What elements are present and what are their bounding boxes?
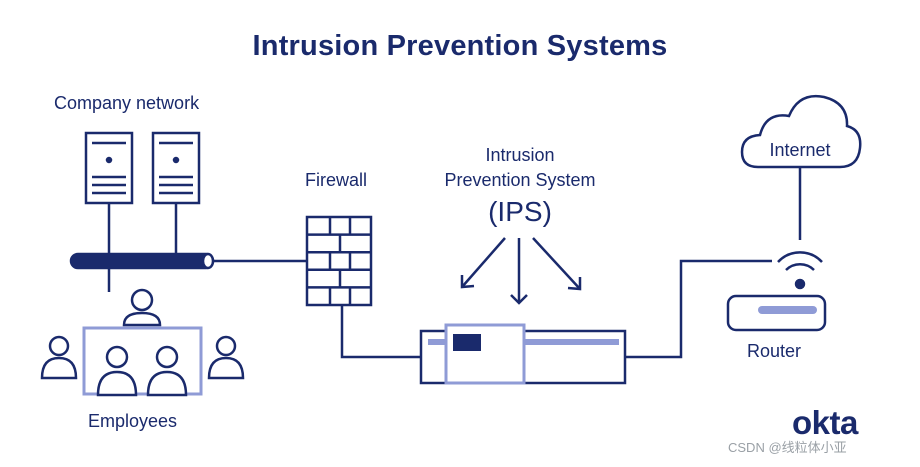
okta-logo: okta	[792, 404, 858, 441]
ips-abbreviation-label: (IPS)	[488, 196, 552, 227]
server-icon	[84, 131, 134, 205]
arrow-icon	[532, 237, 582, 291]
arrow-icon	[510, 238, 528, 305]
person-icon	[146, 345, 188, 397]
arrow-icon	[460, 237, 506, 289]
internet-label: Internet	[769, 140, 831, 160]
person-icon	[122, 288, 162, 327]
wifi-icon	[777, 251, 823, 290]
router-icon	[726, 294, 827, 332]
cloud-icon	[740, 94, 862, 169]
person-icon	[40, 335, 78, 380]
company-network-label: Company network	[54, 93, 200, 113]
firewall-to-ips-link	[340, 305, 421, 359]
server-icon	[151, 131, 201, 205]
firewall-icon	[305, 215, 373, 307]
employees-frame	[82, 326, 203, 396]
page-title: Intrusion Prevention Systems	[252, 30, 668, 62]
person-icon	[96, 345, 138, 397]
person-icon	[207, 335, 245, 380]
employees-label: Employees	[88, 411, 178, 431]
network-bus-icon	[69, 252, 215, 270]
firewall-label: Firewall	[305, 170, 368, 190]
ips-appliance-icon	[419, 323, 627, 385]
ips-to-router-link	[625, 259, 772, 359]
router-label: Router	[746, 341, 802, 361]
ips-label-line2: Prevention System	[444, 170, 596, 190]
watermark: CSDN @线粒体小亚	[728, 440, 847, 455]
ips-label-line1: Intrusion	[485, 145, 555, 165]
